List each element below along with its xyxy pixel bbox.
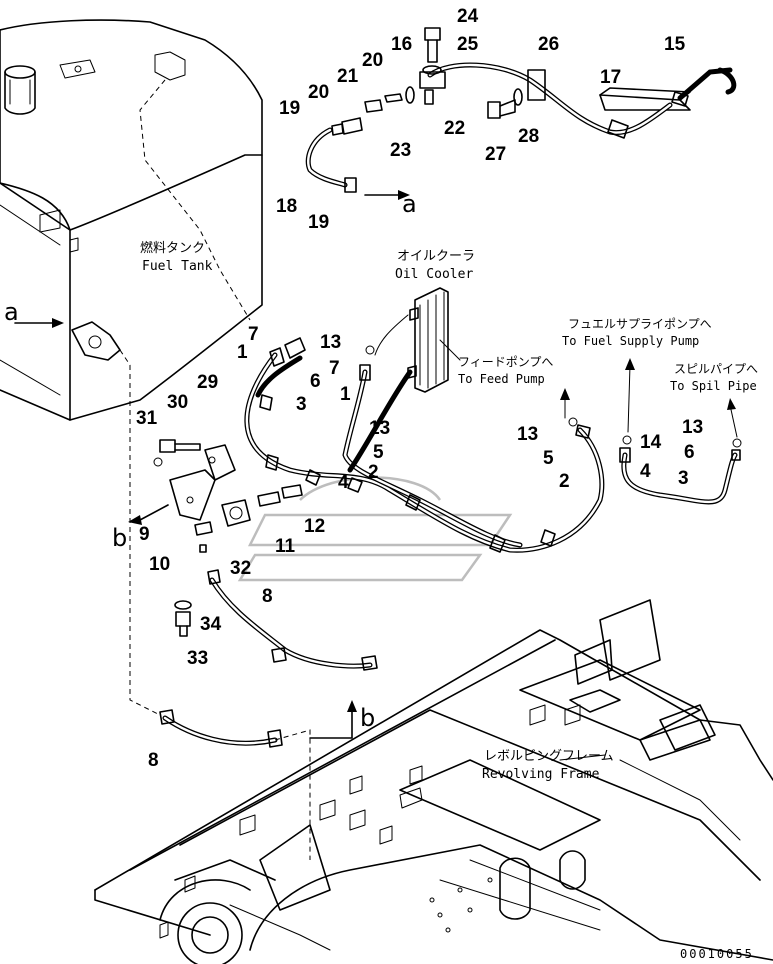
feed-pump-label-en: To Feed Pump: [458, 372, 545, 386]
part-21: 21: [337, 66, 359, 87]
part-22: 22: [444, 118, 465, 139]
part-4-b: 4: [338, 472, 349, 493]
revolving-frame: [94, 599, 773, 964]
cooler-line: [374, 314, 409, 356]
part-12: 12: [304, 516, 325, 537]
ref-b-arrow-bottom: [309, 711, 353, 739]
fuel-supply-label-en: To Fuel Supply Pump: [562, 334, 699, 348]
part-3: 3: [296, 394, 307, 415]
part-31: 31: [136, 408, 158, 429]
fuel-tank-label-en: Fuel Tank: [142, 259, 213, 274]
part-26: 26: [538, 34, 559, 55]
part-10: 10: [149, 554, 170, 575]
ref-a-top: a: [402, 190, 417, 218]
part-6: 6: [310, 371, 321, 392]
bolt-33: [174, 600, 192, 637]
part-13-a: 13: [320, 332, 341, 353]
frame-leader: [559, 754, 606, 761]
spill-pipe-label-jp: スピルパイプへ: [674, 362, 758, 376]
ref-a-left: a: [4, 298, 19, 326]
fuel-tank-label-jp: 燃料タンク: [140, 240, 205, 256]
part-8-a: 8: [262, 586, 273, 607]
top-piping: [305, 27, 737, 200]
watermark: [237, 476, 513, 582]
part-7-b: 7: [329, 358, 340, 379]
bracket: [153, 439, 236, 521]
part-15: 15: [664, 34, 686, 55]
part-8-b: 8: [148, 750, 159, 771]
part-28: 28: [518, 126, 539, 147]
part-2-b: 2: [559, 471, 570, 492]
ref-b-left: b: [112, 524, 127, 552]
part-17: 17: [600, 67, 621, 88]
part-1: 1: [237, 342, 248, 363]
part-5-b: 5: [543, 448, 554, 469]
part-27: 27: [485, 144, 506, 165]
part-30: 30: [167, 392, 188, 413]
part-33: 33: [187, 648, 208, 669]
oil-cooler-label-jp: オイルクーラ: [397, 249, 475, 264]
part-20-top: 20: [362, 50, 383, 71]
part-20: 20: [308, 82, 329, 103]
spill-pipe-label-en: To Spil Pipe: [670, 379, 757, 393]
fuel-supply-label-jp: フュエルサプライポンプへ: [568, 317, 712, 331]
part-32: 32: [230, 558, 251, 579]
ref-b-bottom: b: [360, 704, 375, 732]
ref-b-arrow-left: [139, 504, 169, 521]
part-11: 11: [275, 536, 296, 557]
hose-8: [119, 349, 378, 860]
drawing-code: 00010055: [680, 947, 754, 961]
rev-frame-label-jp: レボルビングフレーム: [484, 749, 614, 764]
part-16: 16: [391, 34, 412, 55]
hose-assembly: [244, 337, 742, 553]
feed-pump-label-jp: フィードポンプへ: [458, 355, 553, 369]
part-5-a: 5: [373, 442, 384, 463]
part-2-a: 2: [368, 462, 379, 483]
part-13-b: 13: [369, 418, 390, 439]
oil-cooler: [407, 287, 449, 393]
part-18: 18: [276, 196, 297, 217]
part-7: 7: [248, 324, 259, 345]
part-4-a: 4: [640, 461, 651, 482]
part-19: 19: [308, 212, 329, 233]
rev-frame-label-en: Revolving Frame: [482, 767, 600, 782]
part-13-c: 13: [517, 424, 538, 445]
fuel-tank: [0, 19, 263, 421]
part-9: 9: [139, 524, 150, 545]
part-3-b: 3: [678, 468, 689, 489]
part-24: 24: [457, 6, 479, 27]
oil-cooler-label-en: Oil Cooler: [395, 267, 473, 282]
part-19-top: 19: [279, 98, 300, 119]
part-callouts: 24 25 26 15 17 16 20 21 20 19 22 23 27 2…: [136, 6, 703, 771]
part-13-d: 13: [682, 417, 703, 438]
part-34: 34: [200, 614, 222, 635]
part-6-b: 6: [684, 442, 695, 463]
part-29: 29: [197, 372, 218, 393]
part-14: 14: [640, 432, 662, 453]
part-25: 25: [457, 34, 479, 55]
part-23: 23: [390, 140, 411, 161]
part-1-b: 1: [340, 384, 351, 405]
valve-assembly: [194, 484, 303, 553]
